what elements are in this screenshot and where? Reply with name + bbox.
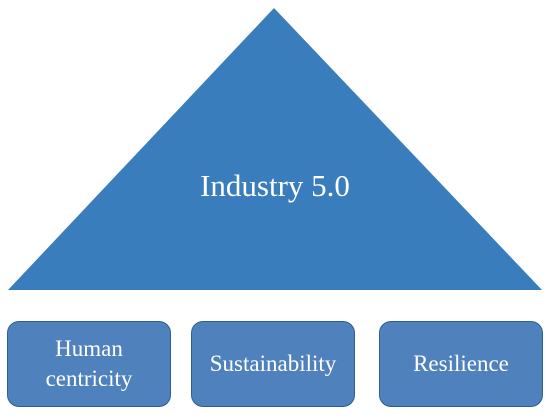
pyramid-apex-label: Industry 5.0 bbox=[200, 168, 350, 203]
pillar-resilience-label: Resilience bbox=[413, 351, 509, 376]
pillar-sustainability-label: Sustainability bbox=[209, 351, 337, 376]
pillar-resilience: Resilience bbox=[379, 321, 543, 407]
pillar-human-centricity-label: Human centricity bbox=[45, 336, 133, 391]
pillar-sustainability: Sustainability bbox=[191, 321, 355, 407]
pillar-human-centricity: Human centricity bbox=[7, 321, 171, 407]
pyramid-triangle-shape bbox=[8, 8, 542, 290]
pyramid-triangle bbox=[8, 8, 542, 290]
